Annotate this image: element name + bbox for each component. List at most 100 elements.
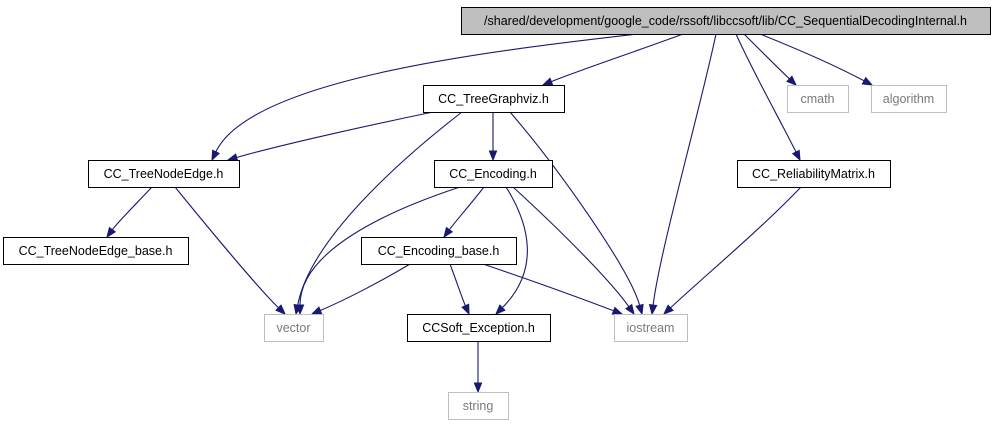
edge-main-to-algorithm <box>759 33 874 86</box>
edge-arrowhead <box>611 306 624 315</box>
node-label: CCSoft_Exception.h <box>422 321 535 335</box>
edge-line <box>509 111 641 306</box>
edge-main-to-cmath <box>743 33 797 86</box>
edge-main-to-reliability <box>735 33 801 162</box>
edges-layer <box>106 33 874 394</box>
nodes-layer: /shared/development/google_code/rssoft/l… <box>3 7 991 420</box>
edge-arrowhead <box>648 304 658 316</box>
edge-arrowhead <box>295 304 305 316</box>
node-box <box>361 237 517 265</box>
node-box <box>461 7 991 35</box>
edge-arrowhead <box>461 303 470 316</box>
node-label: vector <box>276 321 310 335</box>
edge-line <box>174 186 279 309</box>
edge-line <box>215 33 639 153</box>
edge-treegraphviz-to-vector <box>293 111 463 316</box>
edge-arrowhead <box>310 306 323 315</box>
edge-line <box>652 33 717 306</box>
edge-arrowhead <box>211 149 220 162</box>
node-encoding-base[interactable]: CC_Encoding_base.h <box>361 237 517 265</box>
edge-treenodeedge-to-treenodeedge_base <box>106 186 153 239</box>
node-label: CC_TreeGraphviz.h <box>438 92 549 106</box>
edge-main-to-iostream <box>648 33 717 316</box>
node-algorithm: algorithm <box>871 85 947 113</box>
edge-line <box>551 33 684 83</box>
edge-arrowhead <box>861 76 874 86</box>
edge-arrowhead <box>473 382 483 394</box>
edge-main-to-treenodeedge <box>211 33 639 162</box>
node-box <box>423 85 565 113</box>
edge-line <box>482 263 614 312</box>
node-exception[interactable]: CCSoft_Exception.h <box>407 314 551 342</box>
edge-line <box>743 33 790 80</box>
node-iostream: iostream <box>614 314 688 342</box>
node-treegraphviz[interactable]: CC_TreeGraphviz.h <box>423 85 565 113</box>
node-label: iostream <box>627 321 675 335</box>
edge-arrowhead <box>791 149 801 162</box>
node-string: string <box>448 392 509 420</box>
node-box <box>407 314 551 342</box>
edge-line <box>448 186 485 231</box>
edge-arrowhead <box>488 150 498 162</box>
edge-line <box>501 186 528 309</box>
edge-line <box>320 263 411 311</box>
node-label: CC_Encoding.h <box>449 167 537 181</box>
edge-encoding-to-encoding_base <box>443 186 485 239</box>
edge-encoding-to-exception <box>495 186 528 315</box>
node-treenodeedge[interactable]: CC_TreeNodeEdge.h <box>88 160 240 188</box>
edge-line <box>735 33 797 153</box>
node-box <box>3 237 189 265</box>
edge-arrowhead <box>635 303 644 316</box>
edge-line <box>670 186 802 309</box>
node-box <box>871 85 947 113</box>
edge-line <box>759 33 865 82</box>
edge-arrowhead <box>495 304 506 315</box>
node-box <box>264 314 324 342</box>
edge-line <box>111 186 153 231</box>
edge-encoding-to-vector <box>295 186 461 316</box>
node-label: algorithm <box>883 92 934 106</box>
edge-treegraphviz-to-iostream <box>509 111 644 316</box>
node-label: CC_TreeNodeEdge.h <box>104 167 224 181</box>
node-reliability[interactable]: CC_ReliabilityMatrix.h <box>737 160 891 188</box>
edge-line <box>236 111 434 159</box>
edge-encoding-to-iostream <box>512 186 635 316</box>
edge-encoding_base-to-iostream <box>482 263 624 315</box>
node-encoding[interactable]: CC_Encoding.h <box>434 160 553 188</box>
node-treenodeedge-base[interactable]: CC_TreeNodeEdge_base.h <box>3 237 189 265</box>
edge-arrowhead <box>624 303 635 316</box>
edge-treegraphviz-to-treenodeedge <box>226 111 434 162</box>
node-main[interactable]: /shared/development/google_code/rssoft/l… <box>461 7 991 35</box>
edge-exception-to-string <box>473 341 483 394</box>
edge-arrowhead <box>541 77 554 86</box>
edge-reliability-to-iostream <box>663 186 802 315</box>
node-box <box>88 160 240 188</box>
node-label: cmath <box>800 92 834 106</box>
node-label: CC_TreeNodeEdge_base.h <box>19 244 173 258</box>
node-box <box>737 160 891 188</box>
node-box <box>434 160 553 188</box>
node-box <box>787 85 849 113</box>
node-label: CC_ReliabilityMatrix.h <box>752 167 875 181</box>
edge-main-to-treegraphviz <box>541 33 684 86</box>
edge-arrowhead <box>443 226 454 239</box>
edge-treenodeedge-to-vector <box>174 186 286 315</box>
edge-arrowhead <box>275 304 286 315</box>
node-label: CC_Encoding_base.h <box>378 244 500 258</box>
edge-arrowhead <box>786 75 797 86</box>
edge-line <box>299 186 461 306</box>
edge-arrowhead <box>226 153 239 162</box>
edge-arrowhead <box>663 304 674 315</box>
edge-arrowhead <box>106 226 117 239</box>
node-cmath: cmath <box>787 85 849 113</box>
edge-encoding_base-to-vector <box>310 263 411 315</box>
node-box <box>448 392 509 420</box>
edge-line <box>449 263 466 306</box>
node-box <box>614 314 688 342</box>
node-vector: vector <box>264 314 324 342</box>
edge-encoding_base-to-exception <box>449 263 470 316</box>
node-label: /shared/development/google_code/rssoft/l… <box>484 14 967 28</box>
edge-line <box>297 111 463 306</box>
edge-treegraphviz-to-encoding <box>488 111 498 162</box>
